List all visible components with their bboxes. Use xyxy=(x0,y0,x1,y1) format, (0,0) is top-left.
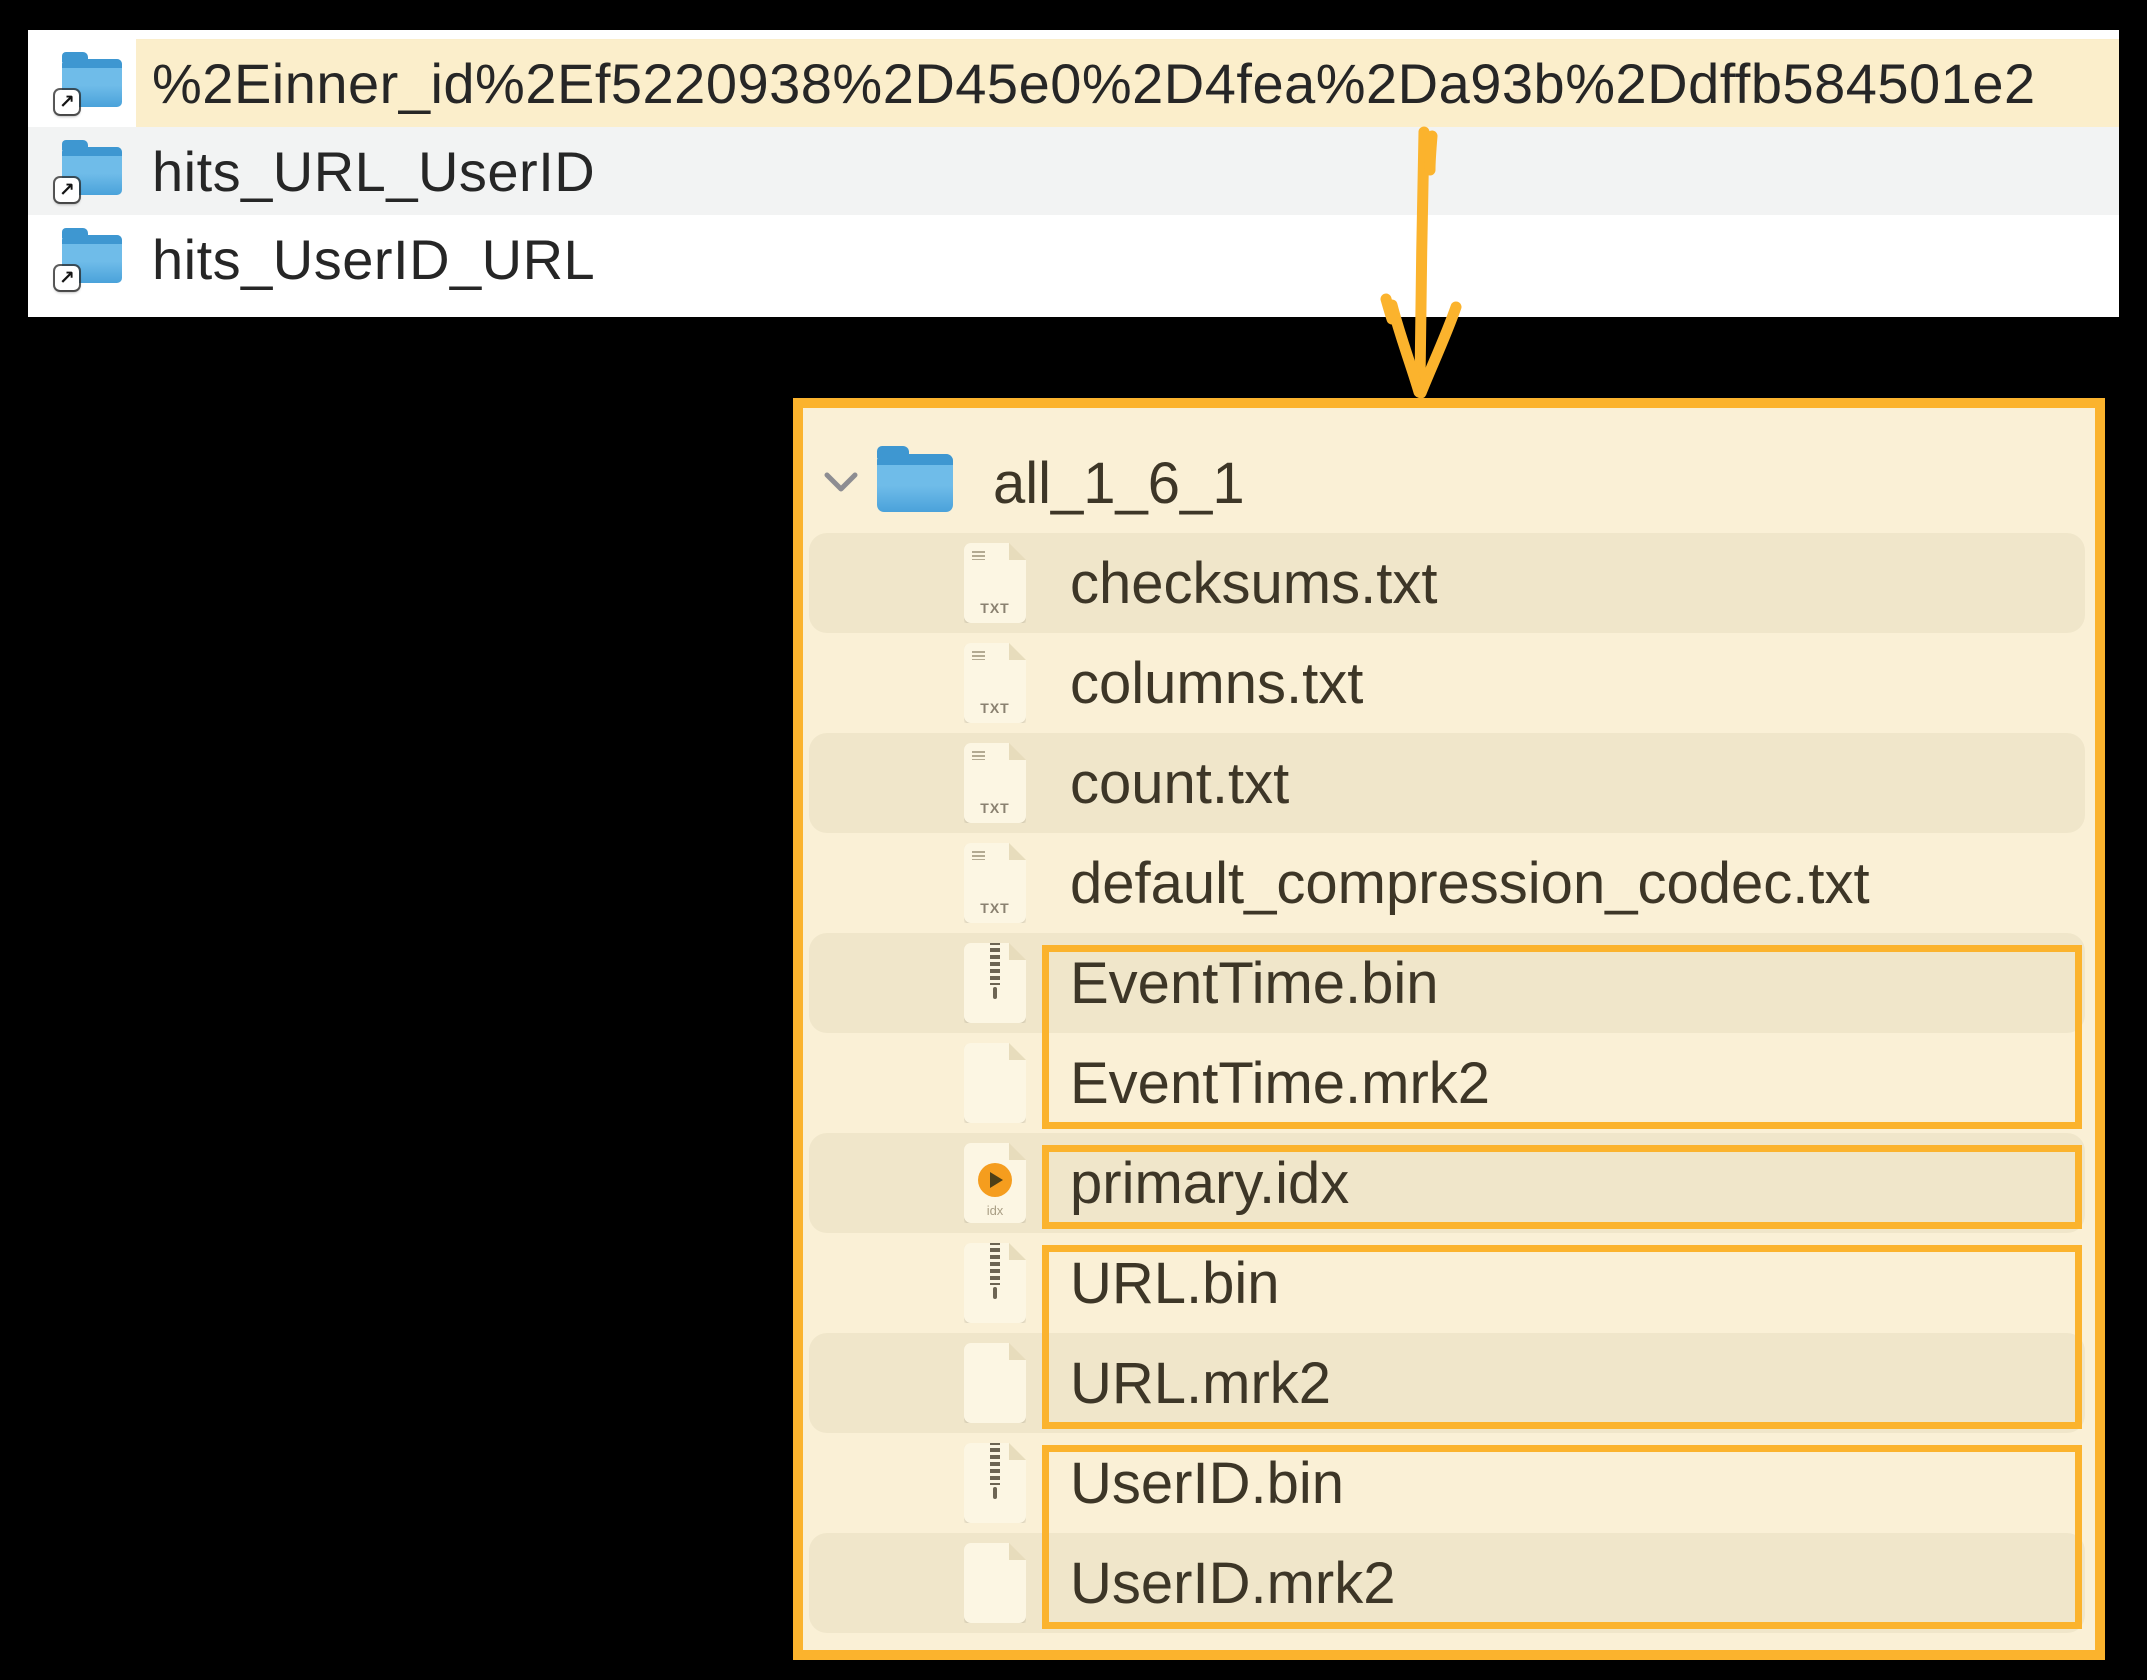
file-name: default_compression_codec.txt xyxy=(1070,850,1870,916)
file-name: EventTime.bin xyxy=(1070,950,1439,1016)
bin-file-icon xyxy=(964,943,1026,1023)
alias-arrow-badge: ↗ xyxy=(55,90,79,114)
file-row[interactable]: UserID.mrk2 xyxy=(809,1533,2085,1633)
folder-name: %2Einner_id%2Ef5220938%2D45e0%2D4fea%2Da… xyxy=(152,51,2036,115)
blank-file-icon xyxy=(964,1043,1026,1123)
file-name: columns.txt xyxy=(1070,650,1364,716)
annotation-arrow-down-icon xyxy=(1380,126,1462,399)
txt-file-icon: TXT xyxy=(964,843,1026,923)
annotation-highlight-box xyxy=(1042,1245,2082,1429)
folder-alias-icon: ↗ xyxy=(55,228,122,290)
file-name: EventTime.mrk2 xyxy=(1070,1050,1491,1116)
folder-row[interactable]: ↗ hits_URL_UserID xyxy=(28,127,2119,215)
alias-arrow-badge: ↗ xyxy=(55,178,79,202)
folder-name-cell: hits_URL_UserID xyxy=(136,127,2119,215)
folder-alias-icon: ↗ xyxy=(55,140,122,202)
root-folder-row[interactable]: all_1_6_1 xyxy=(803,433,2095,533)
root-folder-name: all_1_6_1 xyxy=(993,450,1245,516)
bin-file-icon xyxy=(964,1243,1026,1323)
txt-file-icon: TXT xyxy=(964,543,1026,623)
folder-alias-icon: ↗ xyxy=(55,52,122,114)
folder-name: hits_URL_UserID xyxy=(152,139,596,203)
folder-name: hits_UserID_URL xyxy=(152,227,596,291)
folder-icon xyxy=(877,446,953,512)
txt-file-icon: TXT xyxy=(964,643,1026,723)
finder-list: ↗ %2Einner_id%2Ef5220938%2D45e0%2D4fea%2… xyxy=(28,30,2119,317)
file-row[interactable]: TXT columns.txt xyxy=(809,633,2085,733)
blank-file-icon xyxy=(964,1343,1026,1423)
file-row[interactable]: TXT checksums.txt xyxy=(809,533,2085,633)
alias-arrow-badge: ↗ xyxy=(55,266,79,290)
file-row[interactable]: URL.bin xyxy=(809,1233,2085,1333)
file-row[interactable]: EventTime.mrk2 xyxy=(809,1033,2085,1133)
blank-file-icon xyxy=(964,1543,1026,1623)
annotation-highlight-box xyxy=(1042,945,2082,1129)
folder-name-cell: hits_UserID_URL xyxy=(136,215,2119,303)
folder-name-cell: %2Einner_id%2Ef5220938%2D45e0%2D4fea%2Da… xyxy=(136,39,2119,127)
file-name: count.txt xyxy=(1070,750,1290,816)
file-name: UserID.mrk2 xyxy=(1070,1550,1396,1616)
folder-row[interactable]: ↗ %2Einner_id%2Ef5220938%2D45e0%2D4fea%2… xyxy=(28,39,2119,127)
part-contents-panel: all_1_6_1 TXT checksums.txt TXT columns.… xyxy=(793,398,2105,1660)
file-row[interactable]: UserID.bin xyxy=(809,1433,2085,1533)
file-row[interactable]: URL.mrk2 xyxy=(809,1333,2085,1433)
txt-file-icon: TXT xyxy=(964,743,1026,823)
chevron-down-icon[interactable] xyxy=(823,471,859,495)
file-name: UserID.bin xyxy=(1070,1450,1344,1516)
annotation-highlight-box xyxy=(1042,1145,2082,1229)
idx-file-icon: idx xyxy=(964,1143,1026,1223)
file-row[interactable]: TXT default_compression_codec.txt xyxy=(809,833,2085,933)
annotation-highlight-box xyxy=(1042,1445,2082,1629)
file-row[interactable]: TXT count.txt xyxy=(809,733,2085,833)
bin-file-icon xyxy=(964,1443,1026,1523)
file-name: checksums.txt xyxy=(1070,550,1438,616)
file-name: URL.bin xyxy=(1070,1250,1280,1316)
file-name: URL.mrk2 xyxy=(1070,1350,1332,1416)
folder-row[interactable]: ↗ hits_UserID_URL xyxy=(28,215,2119,303)
file-name: primary.idx xyxy=(1070,1150,1350,1216)
